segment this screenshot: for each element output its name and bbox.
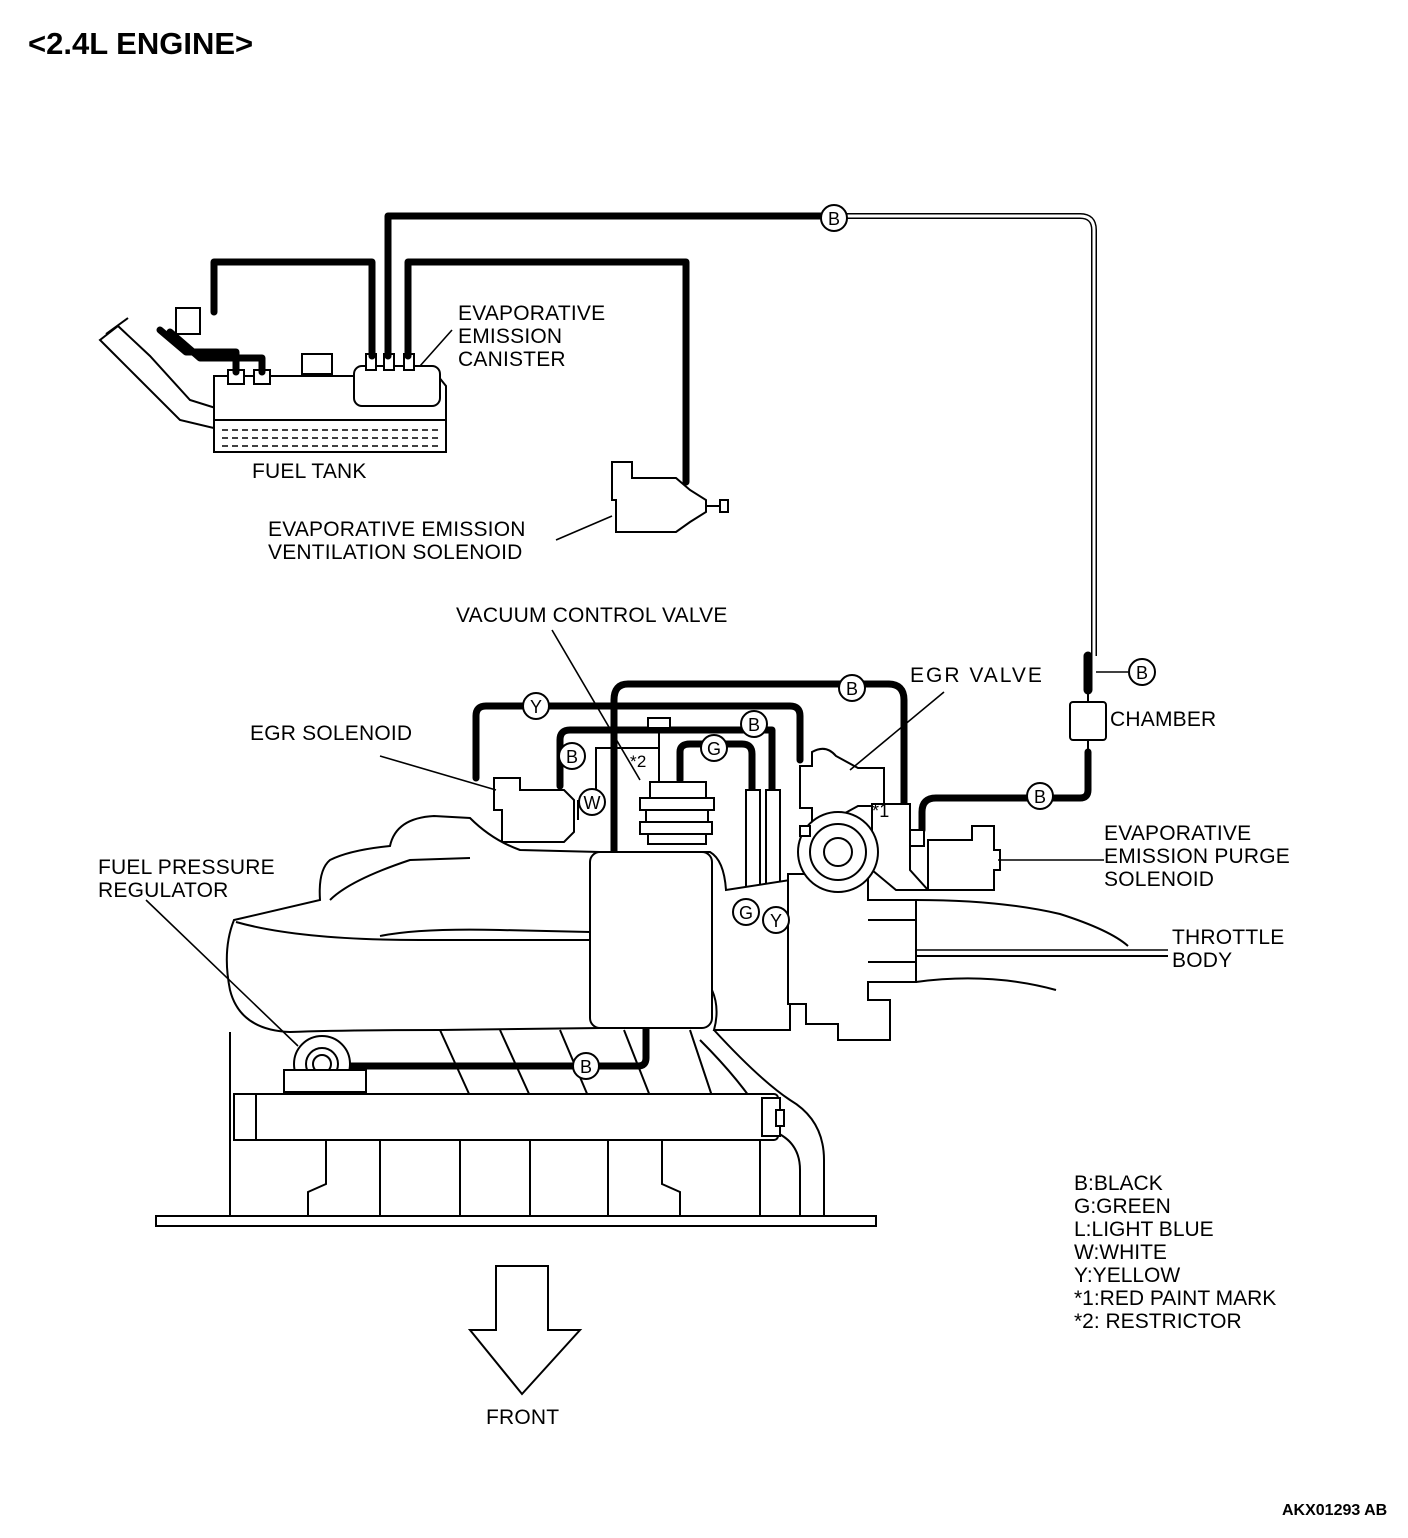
legend-item-white: W:WHITE [1074,1241,1167,1264]
svg-text:B: B [1136,663,1148,683]
label-fuel-tank: FUEL TANK [252,460,367,483]
svg-text:Y: Y [770,911,782,931]
legend-item-light-blue: L:LIGHT BLUE [1074,1218,1214,1241]
front-arrow-icon [467,1265,583,1396]
hose-tag-purge-b: B [1026,782,1054,810]
hose-tag-egr-b2: B [740,710,768,738]
vacuum-control-valve [639,717,715,845]
hose-tag-chamber-b: B [1128,658,1156,686]
throttle-body [787,803,1168,1041]
hose-tag-y1: Y [522,692,550,720]
legend-item-black: B:BLACK [1074,1172,1163,1195]
label-vacuum-control-valve: VACUUM CONTROL VALVE [456,604,728,627]
egr-solenoid [493,777,575,843]
svg-text:B: B [828,209,840,229]
label-red-paint-mark: *1 [872,801,890,821]
legend-item-yellow: Y:YELLOW [1074,1264,1181,1287]
leader-vacuum-valve [551,629,641,781]
label-egr-solenoid: EGR SOLENOID [250,722,413,745]
leader-vent-solenoid [555,515,613,541]
svg-text:G: G [707,739,721,759]
label-front: FRONT [486,1406,560,1429]
legend-item-restrictor: *2: RESTRICTOR [1074,1310,1242,1333]
label-evaporative-emission-ventilation-solenoid: EVAPORATIVE EMISSION VENTILATION SOLENOI… [268,518,526,564]
svg-text:B: B [1034,787,1046,807]
leader-regulator [145,899,299,1047]
intake-manifold [225,814,825,1216]
svg-text:W: W [584,793,601,813]
label-chamber: CHAMBER [1110,708,1217,731]
svg-text:Y: Y [530,697,542,717]
svg-text:B: B [846,679,858,699]
hose-tag-sol-b: B [558,742,586,770]
hose-tag-y2: Y [762,906,790,934]
leader-canister [419,329,453,367]
hose-tag-egr-b1: B [838,674,866,702]
hose-tag-reg-b: B [572,1052,600,1080]
svg-text:B: B [566,747,578,767]
engine-base [155,1215,877,1227]
svg-text:B: B [748,715,760,735]
svg-text:B: B [580,1057,592,1077]
label-fuel-pressure-regulator: FUEL PRESSURE REGULATOR [98,856,275,902]
figure-code: AKX01293 AB [1282,1502,1388,1519]
hose-tag-w: W [578,788,606,816]
evaporative-emission-canister [353,353,441,407]
label-egr-valve: EGR VALVE [910,664,1044,687]
label-evaporative-emission-canister: EVAPORATIVE EMISSION CANISTER [458,302,606,371]
fuel-rail [233,1093,785,1141]
fuel-pressure-regulator [283,1035,367,1093]
leader-egr-valve [849,691,945,771]
diagram-title: <2.4L ENGINE> [28,26,254,61]
label-evaporative-emission-purge-solenoid: EVAPORATIVE EMISSION PURGE SOLENOID [1104,822,1290,891]
hose-tag-top-b: B [820,204,848,232]
legend-item-red-paint-mark: *1:RED PAINT MARK [1074,1287,1277,1310]
hose-tag-g2: G [732,898,760,926]
label-throttle-body: THROTTLE BODY [1172,926,1285,972]
evaporative-emission-ventilation-solenoid [611,461,729,533]
color-legend: B:BLACK G:GREEN L:LIGHT BLUE W:WHITE Y:Y… [1074,1172,1276,1333]
legend-item-green: G:GREEN [1074,1195,1171,1218]
leader-egr-solenoid [379,755,497,791]
chamber [1069,690,1107,752]
intake-ports [229,1032,761,1216]
hose-tag-g1: G [700,734,728,762]
egr-valve-base [797,811,879,893]
svg-text:G: G [739,903,753,923]
label-restrictor: *2 [630,752,647,771]
